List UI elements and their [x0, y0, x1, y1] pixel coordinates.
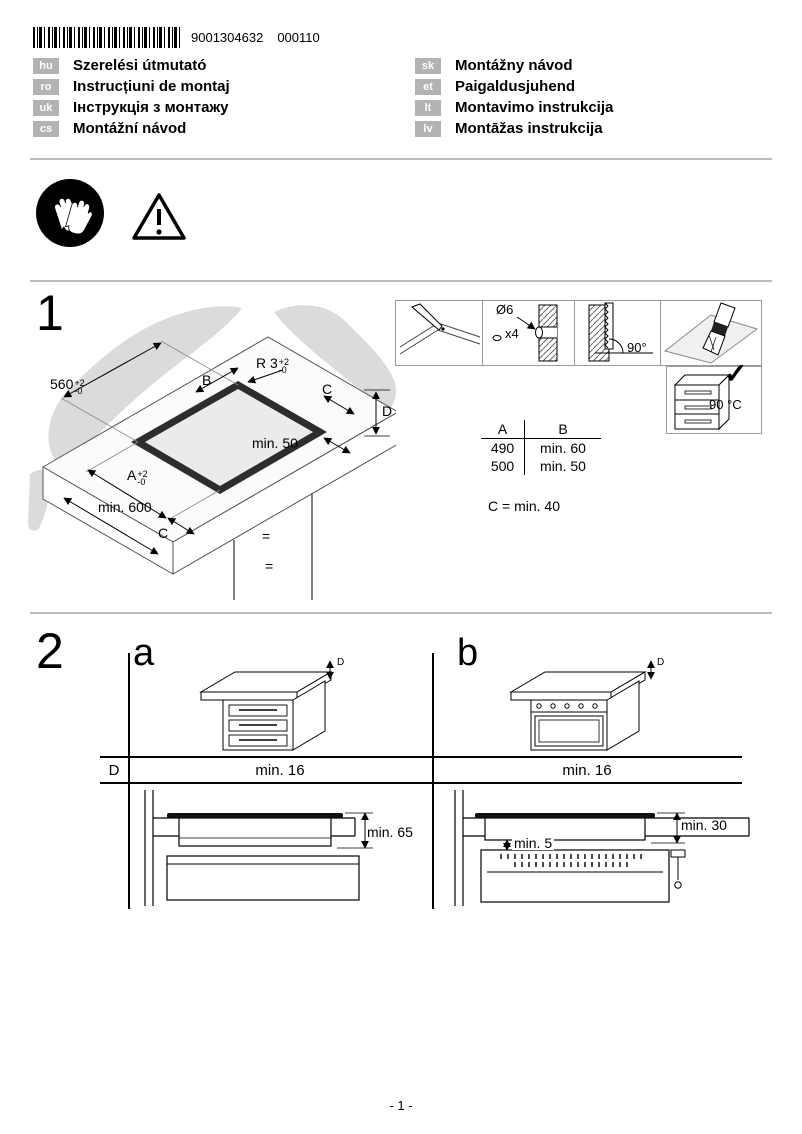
dim-min600: min. 600 — [98, 499, 152, 515]
d-arrow-label-a: D — [337, 657, 345, 668]
dim-min5: min. 5 — [512, 835, 555, 851]
table-row: 490 min. 60 — [481, 439, 601, 457]
brush-icon — [663, 302, 759, 364]
language-code-badge: lv — [415, 120, 441, 137]
cross-section-b — [454, 790, 750, 906]
dim-min50: min. 50 — [252, 435, 298, 451]
col-b-header: B — [558, 421, 568, 437]
language-code-badge: et — [415, 78, 441, 95]
equal-mark: = — [265, 558, 274, 574]
worktop-cutout-drawing — [28, 305, 396, 600]
cabinet-icon — [673, 373, 731, 431]
cell-b: min. 50 — [540, 458, 586, 474]
language-item-hu: hu Szerelési útmutató — [33, 55, 415, 76]
language-title: Інструкція з монтажу — [73, 99, 229, 116]
hole-count-label: x4 — [505, 326, 519, 341]
language-item-uk: uk Інструкція з монтажу — [33, 97, 415, 118]
equal-mark: = — [262, 528, 271, 544]
awl-icon — [399, 303, 481, 355]
thickness-table-row: D min. 16 min. 16 — [100, 756, 742, 784]
c-note: C = min. 40 — [488, 498, 560, 514]
warning-triangle-icon — [132, 193, 186, 240]
language-item-ro: ro Instrucțiuni de montaj — [33, 76, 415, 97]
language-title: Montāžas instrukcija — [455, 120, 603, 137]
cell-b: min. 60 — [540, 440, 586, 456]
jigsaw-icon — [588, 302, 653, 362]
label-a: A+2-0 — [127, 467, 148, 487]
dim-min30: min. 30 — [681, 817, 727, 833]
page-number: - 1 - — [389, 1098, 413, 1113]
detail-box-sealing — [660, 300, 762, 366]
label-d: D — [382, 403, 393, 419]
col-a-header: A — [481, 420, 525, 438]
label-r3: R 3+2-0 — [256, 355, 290, 375]
tolerance: +2-0 — [278, 357, 290, 375]
variant-b-label: b — [457, 632, 479, 674]
language-item-cs: cs Montážní návod — [33, 118, 415, 139]
checkmark-icon: ✓ — [724, 358, 748, 389]
gloves-icon — [36, 179, 104, 247]
language-item-lv: lv Montāžas instrukcija — [415, 118, 613, 139]
dim-min65: min. 65 — [367, 824, 413, 840]
language-title: Montážní návod — [73, 120, 187, 137]
row-header-d: D — [108, 761, 120, 779]
barcode-suffix: 000110 — [277, 30, 320, 45]
barcode-number: 9001304632 — [191, 30, 264, 45]
drawer-unit-drawing — [199, 660, 334, 751]
column-divider — [128, 653, 130, 909]
language-code-badge: cs — [33, 120, 59, 137]
angle-90-label: 90° — [627, 340, 647, 355]
detail-box-marking — [395, 300, 484, 366]
language-code-badge: sk — [415, 57, 441, 74]
step-2-number: 2 — [36, 623, 64, 679]
language-item-lt: lt Montavimo instrukcija — [415, 97, 613, 118]
table-header-row: A B — [481, 420, 601, 439]
cell-a: 500 — [481, 457, 525, 475]
language-code-badge: lt — [415, 99, 441, 116]
column-divider — [432, 653, 434, 909]
table-row: 500 min. 50 — [481, 457, 601, 475]
detail-box-drilling — [482, 300, 576, 366]
language-code-badge: ro — [33, 78, 59, 95]
divider — [30, 612, 772, 614]
cell-a: 490 — [481, 439, 525, 457]
barcode-row: 9001304632 000110 — [33, 27, 320, 48]
oven-unit-drawing — [509, 660, 655, 751]
divider — [30, 280, 772, 282]
dimension-table: A B 490 min. 60 500 min. 50 — [481, 420, 601, 475]
language-code-badge: uk — [33, 99, 59, 116]
barcode — [33, 27, 183, 48]
temp-90c-label: 90 °C — [709, 397, 742, 412]
divider — [30, 158, 772, 160]
detail-box-glue-temp — [666, 366, 762, 434]
variant-a-label: a — [133, 632, 155, 674]
language-title: Montavimo instrukcija — [455, 99, 614, 116]
detail-box-sawing — [574, 300, 662, 366]
dim-560: 560+2-0 — [50, 376, 85, 396]
cross-section-a — [144, 790, 373, 906]
hole-diameter-label: Ø6 — [496, 302, 514, 317]
value-b: min. 16 — [562, 761, 612, 779]
language-code-badge: hu — [33, 57, 59, 74]
language-title: Montážny návod — [455, 57, 573, 74]
language-title: Szerelési útmutató — [73, 57, 207, 74]
label-b: B — [202, 372, 212, 388]
language-item-et: et Paigaldusjuhend — [415, 76, 613, 97]
value-a: min. 16 — [255, 761, 305, 779]
drill-hole-icon — [492, 304, 558, 362]
label-c-top: C — [322, 381, 333, 397]
tolerance: +2-0 — [74, 378, 85, 396]
language-title: Instrucțiuni de montaj — [73, 78, 230, 95]
language-item-sk: sk Montážny návod — [415, 55, 613, 76]
cutout-opening — [131, 380, 328, 495]
d-arrow-label-b: D — [657, 657, 665, 668]
step-1-number: 1 — [36, 285, 64, 341]
tolerance: +2-0 — [137, 469, 148, 487]
language-list: hu Szerelési útmutató ro Instrucțiuni de… — [33, 55, 613, 139]
language-title: Paigaldusjuhend — [455, 78, 576, 95]
label-c-bottom: C — [158, 525, 169, 541]
